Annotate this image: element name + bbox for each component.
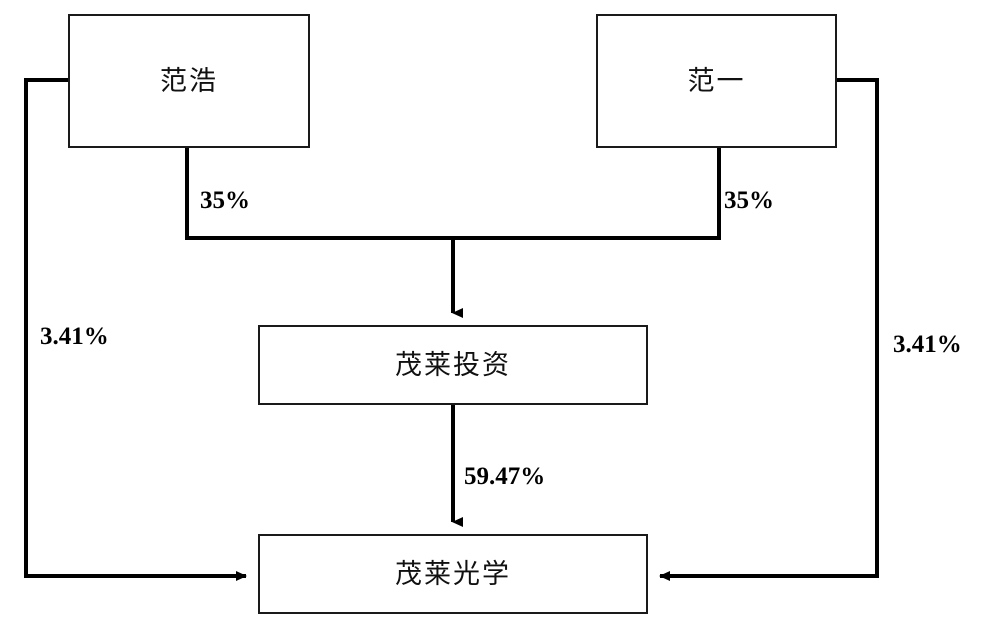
edge-label-fanyi-optics-percent: 3.41% — [893, 331, 962, 358]
edge-label-fanyi-investment-percent: 35% — [724, 187, 774, 214]
node-fanyi-label: 范一 — [687, 65, 746, 96]
node-maolai-optics-label: 茂莱光学 — [395, 558, 511, 589]
edge-fanhao-to-optics-direct — [24, 78, 247, 581]
node-fanyi[interactable]: 范一 — [596, 14, 837, 148]
node-maolai-optics[interactable]: 茂莱光学 — [258, 534, 648, 614]
edge-label-investment-optics-percent: 59.47% — [464, 463, 546, 490]
edge-fanyi-to-optics-direct — [659, 78, 879, 581]
edge-label-fanhao-investment-percent: 35% — [200, 187, 250, 214]
node-maolai-investment-label: 茂莱投资 — [395, 349, 511, 380]
node-fanhao[interactable]: 范浩 — [68, 14, 310, 148]
node-fanhao-label: 范浩 — [160, 65, 218, 96]
edge-label-fanhao-optics-percent: 3.41% — [40, 323, 109, 350]
node-maolai-investment[interactable]: 茂莱投资 — [258, 325, 648, 405]
